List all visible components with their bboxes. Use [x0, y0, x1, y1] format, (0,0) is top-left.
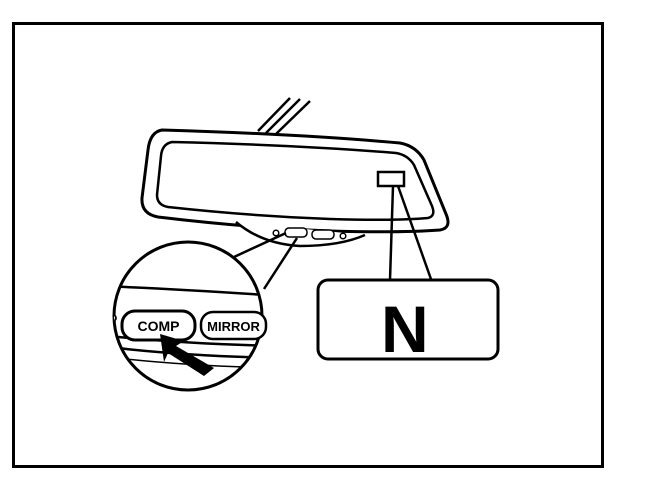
compass-reading: N: [381, 292, 429, 366]
arrow-pointer-icon: [160, 334, 214, 376]
mirror-button[interactable]: MIRROR: [199, 310, 268, 341]
mirror-button-label: MIRROR: [207, 319, 260, 334]
button-callout-lines: [233, 231, 299, 290]
mirror-display-window: [376, 170, 406, 188]
compass-display-icon: N: [316, 278, 500, 366]
mirror-mount-icon: [257, 97, 311, 135]
display-callout-lines: [388, 185, 434, 283]
comp-button[interactable]: COMP: [120, 309, 197, 342]
comp-button-label: COMP: [138, 318, 180, 334]
mirror-strip-buttons: [272, 227, 347, 240]
